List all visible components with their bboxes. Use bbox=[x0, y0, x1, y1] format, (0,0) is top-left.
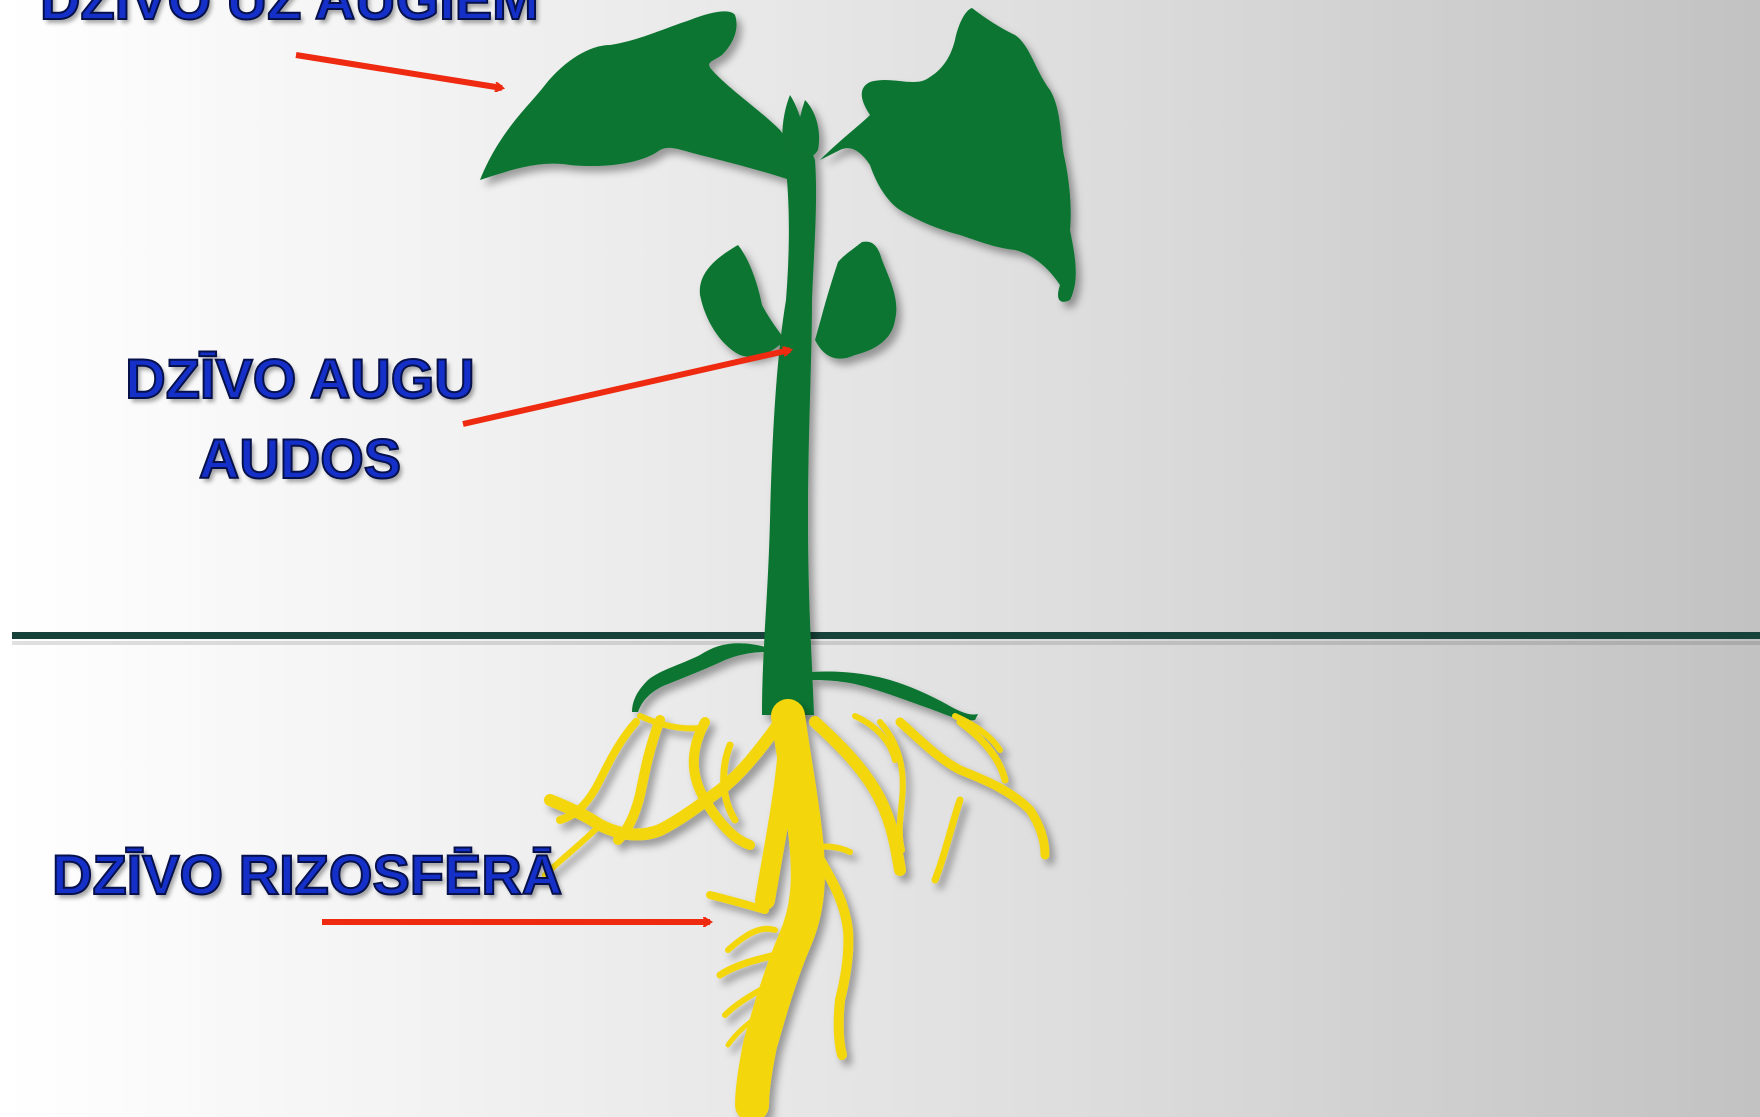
label-in-plant-tissue: DZĪVO AUGU AUDOS bbox=[100, 339, 500, 499]
label-in-plant-tissue-line2: AUDOS bbox=[100, 419, 500, 499]
plant-roots bbox=[545, 716, 1045, 1105]
plant-shoot bbox=[480, 8, 1076, 720]
label-in-plant-tissue-line1: DZĪVO AUGU bbox=[100, 339, 500, 419]
ground-line bbox=[12, 632, 1760, 645]
arrow-to-stem bbox=[463, 350, 790, 424]
arrow-right-icon bbox=[296, 55, 502, 88]
arrow-to-leaves bbox=[296, 55, 502, 88]
arrow-right-icon bbox=[463, 350, 790, 424]
label-rhizosphere: DZĪVO RIZOSFĒRĀ bbox=[52, 835, 562, 915]
label-on-plants: DZĪVO UZ AUGIEM bbox=[40, 0, 539, 40]
